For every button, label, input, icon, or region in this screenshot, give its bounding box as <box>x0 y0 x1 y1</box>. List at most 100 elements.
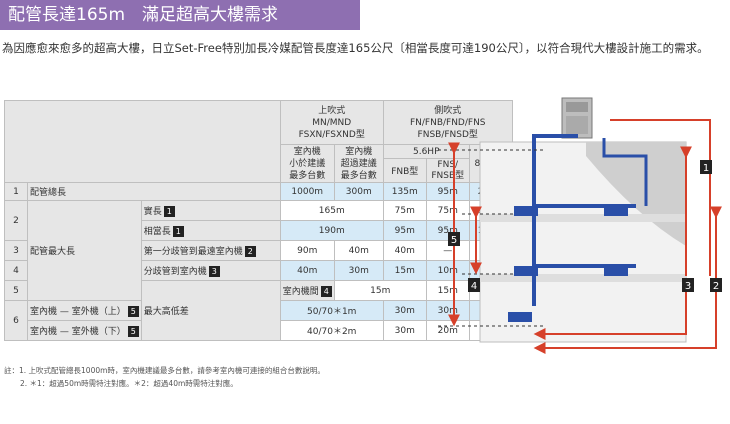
cell: 90m <box>279 240 335 261</box>
row-label-text: 第一分歧管到最遠室內機 <box>143 247 243 257</box>
svg-text:2: 2 <box>713 281 719 292</box>
cell-merged: 50/70＊1m <box>279 300 384 321</box>
row-number: 2 <box>4 200 28 241</box>
header-side-blow: 側吹式 FN/FNB/FND/FNS FNSB/FNSD型 <box>382 100 513 145</box>
floor-slab <box>480 214 686 222</box>
row-number: 4 <box>4 260 28 281</box>
group-label-max-length: 配管最大長 <box>27 200 142 301</box>
cell: 95m <box>382 220 427 241</box>
indoor-unit-icon <box>514 266 538 276</box>
header-top-blow: 上吹式 MN/MND FSXN/FSXND型 <box>279 100 384 145</box>
row-label-text: 室內機間 <box>282 287 319 297</box>
group-label-height-diff: 最大高低差 <box>140 280 281 341</box>
header-above-line1: 室內機 <box>345 146 373 157</box>
header-small-line3: 最多台數 <box>289 170 326 181</box>
ref-badge: 3 <box>208 266 220 277</box>
row-label: 室內機 — 室外機（下）5 <box>27 320 142 341</box>
section-banner: 配管長達165m 滿足超高大樓需求 <box>0 0 360 30</box>
row-label-text: 室內機 — 室外機（下） <box>30 327 126 337</box>
ref-label-5: 5 <box>448 232 460 246</box>
header-above-recommended: 室內機 超過建議 最多台數 <box>333 144 384 183</box>
ref-label-2: 2 <box>710 278 722 292</box>
header-fns-line1: FNS/ <box>437 159 459 170</box>
ref-badge: 1 <box>163 206 175 217</box>
footnote-1: 註：1. 上吹式配管總長1000m時，室內機建議最多台數，請參考室內機可連接的組… <box>4 366 325 375</box>
row-number: 1 <box>4 182 28 201</box>
table-header-row-3: FNB型 FNS/ FNSB型 <box>5 158 538 183</box>
piping-diagram: 1 5 4 3 2 <box>438 97 722 354</box>
header-side-blow-line2: FN/FNB/FND/FNS <box>409 117 486 128</box>
ref-label-4: 4 <box>468 278 480 292</box>
header-fns: FNS/ FNSB型 <box>425 158 470 183</box>
cell: 40m <box>333 240 384 261</box>
cell: 40m <box>279 260 335 281</box>
header-side-blow-line3: FNSB/FNSD型 <box>417 129 478 140</box>
cell: 30m <box>382 320 427 341</box>
ref-badge: 1 <box>172 226 184 237</box>
svg-text:5: 5 <box>451 235 457 246</box>
ref-badge: 5 <box>127 306 139 317</box>
header-above-line2: 超過建議 <box>340 158 377 169</box>
ref-badge: 4 <box>320 286 332 297</box>
svg-text:4: 4 <box>471 281 477 292</box>
outdoor-unit-icon <box>561 97 593 139</box>
indoor-unit-icon <box>604 266 628 276</box>
cell: 30m <box>382 300 427 321</box>
header-small-line1: 室內機 <box>293 146 321 157</box>
row-label: 室內機 — 室外機（上）5 <box>27 300 142 321</box>
header-small-recommended: 室內機 小於建議 最多台數 <box>279 144 335 183</box>
footnote-2: 2. ＊1：超過50m時需特注對應。＊2：超過40m時需特注對應。 <box>20 379 238 388</box>
piping-spec-table: 上吹式 MN/MND FSXN/FSXND型 側吹式 FN/FNB/FND/FN… <box>4 100 538 341</box>
indoor-unit-icon <box>604 206 628 216</box>
header-fns-line2: FNSB型 <box>431 170 465 181</box>
cell: 300m <box>333 182 384 201</box>
table-header-row: 上吹式 MN/MND FSXN/FSXND型 側吹式 FN/FNB/FND/FN… <box>4 100 538 183</box>
header-fnb: FNB型 <box>382 158 427 183</box>
row-label: 配管總長 <box>27 182 281 201</box>
svg-text:1: 1 <box>703 163 709 174</box>
intro-paragraph: 為因應愈來愈多的超高大樓，日立Set-Free特別加長冷媒配管長度達165公尺〔… <box>2 41 709 55</box>
indoor-unit-icon <box>514 206 538 216</box>
floor-slab <box>480 274 686 282</box>
cell-merged: 165m <box>279 200 384 221</box>
refrigerant-pipe <box>602 138 648 206</box>
cell-merged: 190m <box>279 220 384 241</box>
row-label-text: 分歧管到室內機 <box>143 267 207 277</box>
cell: 135m <box>382 182 427 201</box>
pipe-route-3-end <box>533 286 687 340</box>
svg-text:3: 3 <box>685 281 691 292</box>
row-label-text: 相當長 <box>143 227 171 237</box>
row-number: 3 <box>4 240 28 261</box>
row-number: 6 <box>4 300 28 341</box>
cell: 15m <box>382 260 427 281</box>
pipe-route-2 <box>533 206 722 354</box>
header-top-blow-line3: FSXN/FSXND型 <box>298 129 365 140</box>
row-number: 5 <box>4 280 28 301</box>
header-side-blow-line1: 側吹式 <box>434 105 462 116</box>
row-label-text: 室內機 — 室外機（上） <box>30 307 126 317</box>
cell: 75m <box>382 200 427 221</box>
cell-merged: 15m <box>333 280 427 301</box>
cell-merged: 40/70＊2m <box>279 320 384 341</box>
ref-badge: 2 <box>244 246 256 257</box>
ref-label-3: 3 <box>682 278 694 292</box>
footnotes: 註：1. 上吹式配管總長1000m時，室內機建議最多台數，請參考室內機可連接的組… <box>4 364 325 390</box>
cell: 40m <box>382 240 427 261</box>
ref-label-1: 1 <box>700 160 712 174</box>
row-label-text: 實長 <box>143 207 162 217</box>
header-blank <box>4 100 281 183</box>
cell: 30m <box>333 260 384 281</box>
header-top-blow-line1: 上吹式 <box>318 105 346 116</box>
header-small-line2: 小於建議 <box>289 158 326 169</box>
header-above-line3: 最多台數 <box>340 170 377 181</box>
ref-badge: 5 <box>127 326 139 337</box>
indoor-unit-icon <box>508 312 532 322</box>
cell: 1000m <box>279 182 335 201</box>
header-top-blow-line2: MN/MND <box>312 117 352 128</box>
